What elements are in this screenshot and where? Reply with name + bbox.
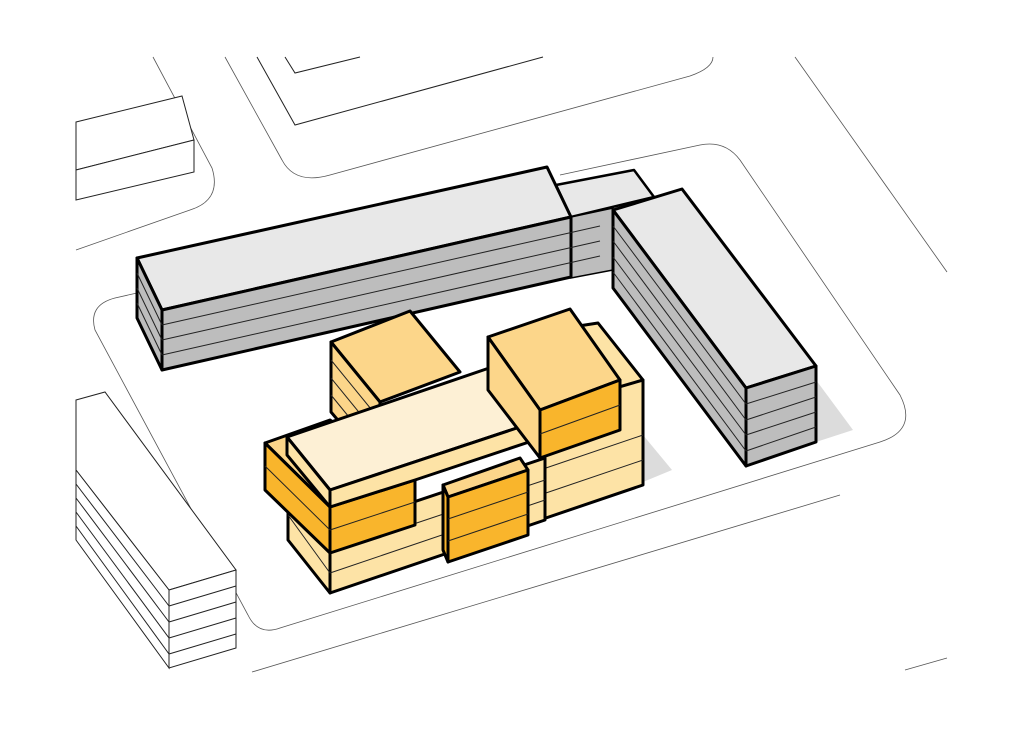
street-line-bottom [251, 494, 841, 673]
site-block-outline [93, 143, 907, 631]
existing-building-right [611, 187, 853, 468]
right-building-end [744, 364, 818, 468]
context-building-bottom-left [75, 391, 237, 670]
right-building-shadow [816, 380, 853, 442]
street-line-top [224, 56, 714, 179]
street-line-top-left [75, 56, 215, 251]
street-line-right [794, 56, 948, 273]
existing-building-long [135, 165, 601, 372]
context-building-top-left [75, 95, 195, 201]
front-orange-box-side [446, 468, 530, 564]
context-building-top [256, 56, 544, 126]
new-development [263, 307, 672, 595]
cream-slab-front [328, 420, 537, 509]
street-line-bottom-right [904, 657, 948, 671]
new-shadow [643, 435, 672, 482]
street-lines [75, 56, 948, 673]
right-top-box-floor [539, 404, 621, 435]
